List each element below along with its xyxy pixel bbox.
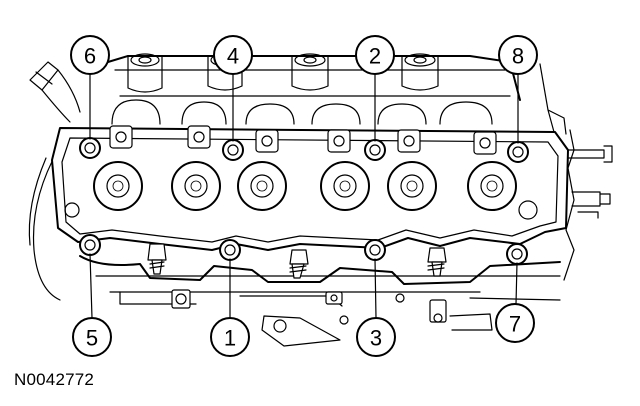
port-circles [64, 161, 538, 220]
callout-1-label: 1 [224, 326, 236, 351]
callout-leaders [89, 71, 519, 319]
callout-2-label: 2 [369, 44, 381, 69]
lower-engine-structure [79, 243, 561, 347]
spark-plug [147, 243, 447, 279]
callout-2: 2 [355, 35, 395, 75]
cylinder-head [51, 125, 569, 265]
callout-4: 4 [213, 35, 253, 75]
callout-7: 7 [495, 303, 535, 343]
figure-code: N0042772 [14, 370, 95, 389]
callout-8-label: 8 [512, 44, 524, 69]
head-bolts-bottom [79, 234, 528, 265]
callout-8: 8 [498, 35, 538, 75]
callout-5: 5 [72, 317, 112, 357]
engine-outline [28, 129, 613, 301]
callout-3-label: 3 [370, 326, 382, 351]
callout-6: 6 [70, 35, 110, 75]
upper-engine-structure [29, 53, 567, 135]
callout-5-label: 5 [86, 326, 98, 351]
callout-6-label: 6 [84, 44, 96, 69]
callout-4-label: 4 [227, 44, 239, 69]
callout-3: 3 [356, 317, 396, 357]
callout-1: 1 [210, 317, 250, 357]
head-bolts-top [79, 137, 529, 163]
callout-7-label: 7 [509, 312, 521, 337]
